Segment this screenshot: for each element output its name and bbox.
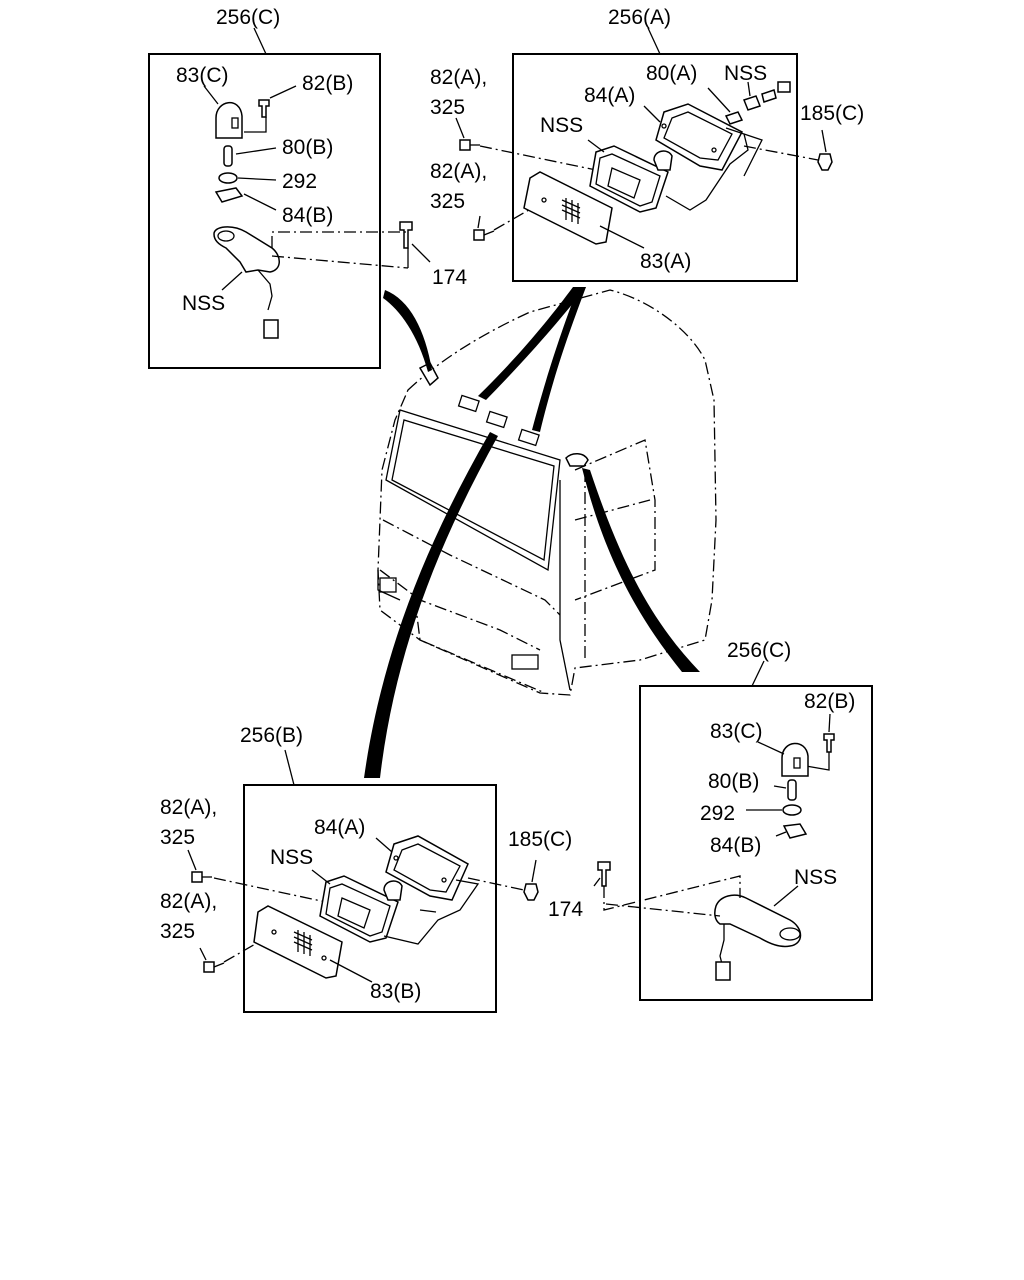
label-80a: 80(A) [646, 62, 697, 85]
detail-box-bottom-left [243, 784, 497, 1013]
label-185c-bottom: 185(C) [508, 828, 572, 851]
leader-band-top-left [383, 290, 432, 372]
washer-292-top [218, 172, 238, 184]
connector-top-right [777, 81, 791, 93]
label-292-top: 292 [282, 170, 317, 193]
lamp-body-nss-bottom-right [714, 894, 802, 948]
bolt-174-bottom [597, 861, 611, 887]
leader-band-bottom-left [364, 432, 498, 778]
screw-82b-bottom [823, 733, 835, 753]
label-174-bottom: 174 [548, 898, 583, 921]
label-83c-bottom: 83(C) [710, 720, 763, 743]
callout-256a: 256(A) [608, 6, 671, 29]
headlamp-left [379, 577, 397, 593]
label-82a-bottom-1: 82(A), [160, 796, 217, 819]
label-185c-top: 185(C) [800, 102, 864, 125]
label-80b-top: 80(B) [282, 136, 333, 159]
label-82a-top-2: 82(A), [430, 160, 487, 183]
truck-cab-outline [377, 289, 717, 696]
label-nss-bottom-right: NSS [794, 866, 837, 889]
detail-box-top-right [512, 53, 798, 282]
label-82b-bottom: 82(B) [804, 690, 855, 713]
lens-83c-bottom [781, 742, 809, 777]
label-83c-top: 83(C) [176, 64, 229, 87]
screw-82b-top [258, 99, 270, 118]
label-nss-top-right-2: NSS [540, 114, 583, 137]
connector-top-left [263, 319, 279, 339]
label-83a: 83(A) [640, 250, 691, 273]
label-174-top: 174 [432, 266, 467, 289]
screw-82a-325-top-2 [473, 229, 485, 241]
screw-82a-325-top-1 [459, 139, 471, 151]
lamp-body-nss-top-right [589, 145, 669, 213]
socket-nss-top-right [743, 95, 761, 111]
leader-band-bottom-right [582, 468, 700, 672]
assembly-256c-top [203, 85, 431, 339]
washer-292-bottom [782, 804, 802, 816]
assembly-256c-bottom [593, 713, 835, 981]
label-84b-bottom: 84(B) [710, 834, 761, 857]
leader-band-top-right-1 [478, 287, 586, 400]
label-325-top-2: 325 [430, 190, 465, 213]
gasket-84a-top [655, 103, 744, 171]
clip-185c-bottom [523, 883, 539, 901]
label-nss-bottom-left: NSS [270, 846, 313, 869]
clip-185c-top [817, 153, 833, 171]
lens-83c-top [215, 102, 243, 139]
label-80b-bottom: 80(B) [708, 770, 759, 793]
label-82a-bottom-2: 82(A), [160, 890, 217, 913]
bulb-80a [724, 111, 744, 125]
gasket-84b-bottom [782, 823, 808, 839]
bolt-174-top [399, 221, 413, 249]
roof-marker-lamp-1 [457, 394, 480, 413]
label-84b-top: 84(B) [282, 204, 333, 227]
screw-82a-325-bottom-2 [203, 961, 215, 973]
label-84a-top: 84(A) [584, 84, 635, 107]
cab-lamp-right [565, 453, 589, 467]
bulb-80b-top [223, 145, 233, 167]
roof-marker-lamp-3 [517, 428, 540, 447]
roof-marker-lamp-2 [485, 410, 508, 429]
label-325-bottom-1: 325 [160, 826, 195, 849]
label-292-bottom: 292 [700, 802, 735, 825]
callout-256c-bottom: 256(C) [727, 639, 791, 662]
callout-256b: 256(B) [240, 724, 303, 747]
bulb-80b-bottom [787, 779, 797, 801]
assembly-256b [187, 835, 539, 983]
detail-box-top-left [148, 53, 381, 369]
label-325-top-1: 325 [430, 96, 465, 119]
leader-band-top-right-2 [532, 287, 586, 432]
gasket-84b-top [214, 187, 244, 203]
label-82b-top: 82(B) [302, 72, 353, 95]
assembly-256a [455, 81, 833, 249]
label-nss-top-left: NSS [182, 292, 225, 315]
connector-bottom-right [715, 961, 731, 981]
screw-82a-325-bottom-1 [191, 871, 203, 883]
headlamp-right [511, 654, 539, 670]
label-83b: 83(B) [370, 980, 421, 1003]
detail-box-bottom-right [639, 685, 873, 1001]
label-nss-top-right-1: NSS [724, 62, 767, 85]
gasket-84a-bottom [385, 835, 469, 901]
lamp-body-nss-bottom-left [319, 875, 399, 943]
label-325-bottom-2: 325 [160, 920, 195, 943]
label-84a-bottom: 84(A) [314, 816, 365, 839]
lamp-body-nss-top [213, 226, 280, 273]
callout-256c-top: 256(C) [216, 6, 280, 29]
label-82a-top-1: 82(A), [430, 66, 487, 89]
